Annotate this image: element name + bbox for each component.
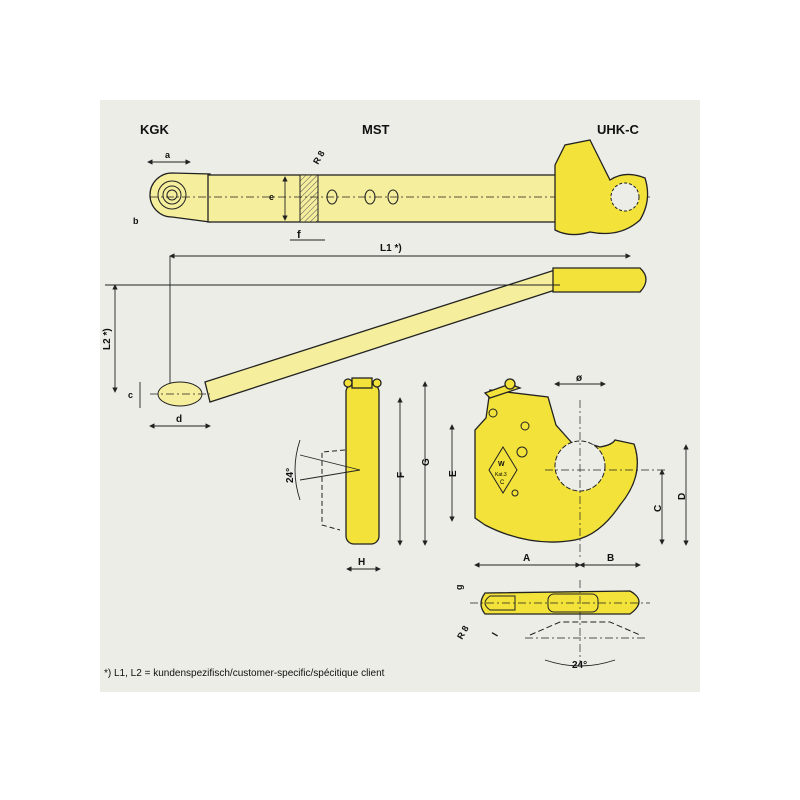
- dim-l: l: [490, 631, 500, 638]
- dim-E: E: [448, 470, 459, 477]
- heading-uhk-c: UHK-C: [597, 122, 639, 137]
- dim-d-small: d: [176, 414, 182, 425]
- dim-b: b: [133, 216, 139, 226]
- dim-C: C: [653, 505, 664, 512]
- heading-kgk: KGK: [140, 122, 170, 137]
- hook-front-view: W Kat.3 C: [474, 378, 665, 560]
- hook-kat-text: Kat.3: [495, 472, 507, 478]
- hook-c-text: C: [500, 480, 505, 486]
- dim-c-small: c: [128, 390, 133, 400]
- hook-logo: W: [498, 461, 505, 468]
- dim-angle-bottom: 24°: [572, 660, 587, 671]
- dim-angle-side: 24°: [285, 468, 296, 483]
- hook-side-view: [294, 377, 382, 545]
- dim-f: f: [297, 229, 301, 241]
- dim-G: G: [421, 458, 432, 466]
- dim-H: H: [358, 557, 365, 568]
- hook-plan-view: [470, 580, 650, 667]
- dim-D: D: [677, 493, 688, 500]
- top-arm-view: a b e f R 8: [133, 139, 650, 241]
- dim-l1: L1 *): [380, 243, 402, 254]
- dim-diameter: ø: [576, 373, 583, 384]
- dim-a: a: [165, 150, 171, 160]
- dim-A: A: [523, 553, 530, 564]
- dim-B: B: [607, 553, 614, 564]
- dim-g: g: [454, 585, 464, 591]
- heading-mst: MST: [362, 122, 390, 137]
- dim-l2: L2 *): [102, 328, 113, 350]
- dim-e: e: [269, 192, 274, 202]
- footnote: *) L1, L2 = kundenspezifisch/customer-sp…: [104, 668, 385, 679]
- angled-arm-view: [150, 267, 647, 407]
- dim-F: F: [396, 472, 407, 478]
